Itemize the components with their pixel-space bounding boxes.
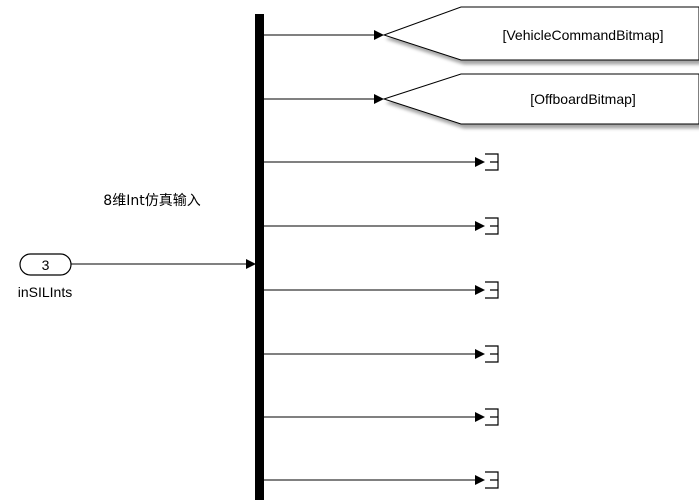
terminator-row-1[interactable] <box>264 153 499 171</box>
terminator-row-4[interactable] <box>264 345 499 363</box>
goto-tag-label: [OffboardBitmap] <box>530 91 636 107</box>
terminator-row-2[interactable] <box>264 217 499 235</box>
inport-name-label: inSILInts <box>18 284 72 300</box>
terminator-icon <box>485 153 499 171</box>
terminator-row-6[interactable] <box>264 471 499 489</box>
goto-shape <box>382 6 699 61</box>
goto-block-vehicle-command[interactable]: [VehicleCommandBitmap] <box>382 6 699 61</box>
inport-number: 3 <box>42 257 50 273</box>
terminator-row-3[interactable] <box>264 281 499 299</box>
terminator-icon <box>485 217 499 235</box>
terminator-icon <box>485 408 499 426</box>
goto-block-offboard[interactable]: [OffboardBitmap] <box>382 73 699 125</box>
demux-block[interactable] <box>255 14 264 500</box>
terminator-row-5[interactable] <box>264 408 499 426</box>
terminator-icon <box>485 281 499 299</box>
terminator-icon <box>485 471 499 489</box>
inport-block[interactable]: 3 <box>19 253 72 276</box>
goto-tag-label: [VehicleCommandBitmap] <box>502 27 663 43</box>
terminator-icon <box>485 345 499 363</box>
goto-shape <box>382 73 699 125</box>
signal-label: 8维Int仿真输入 <box>103 193 200 209</box>
